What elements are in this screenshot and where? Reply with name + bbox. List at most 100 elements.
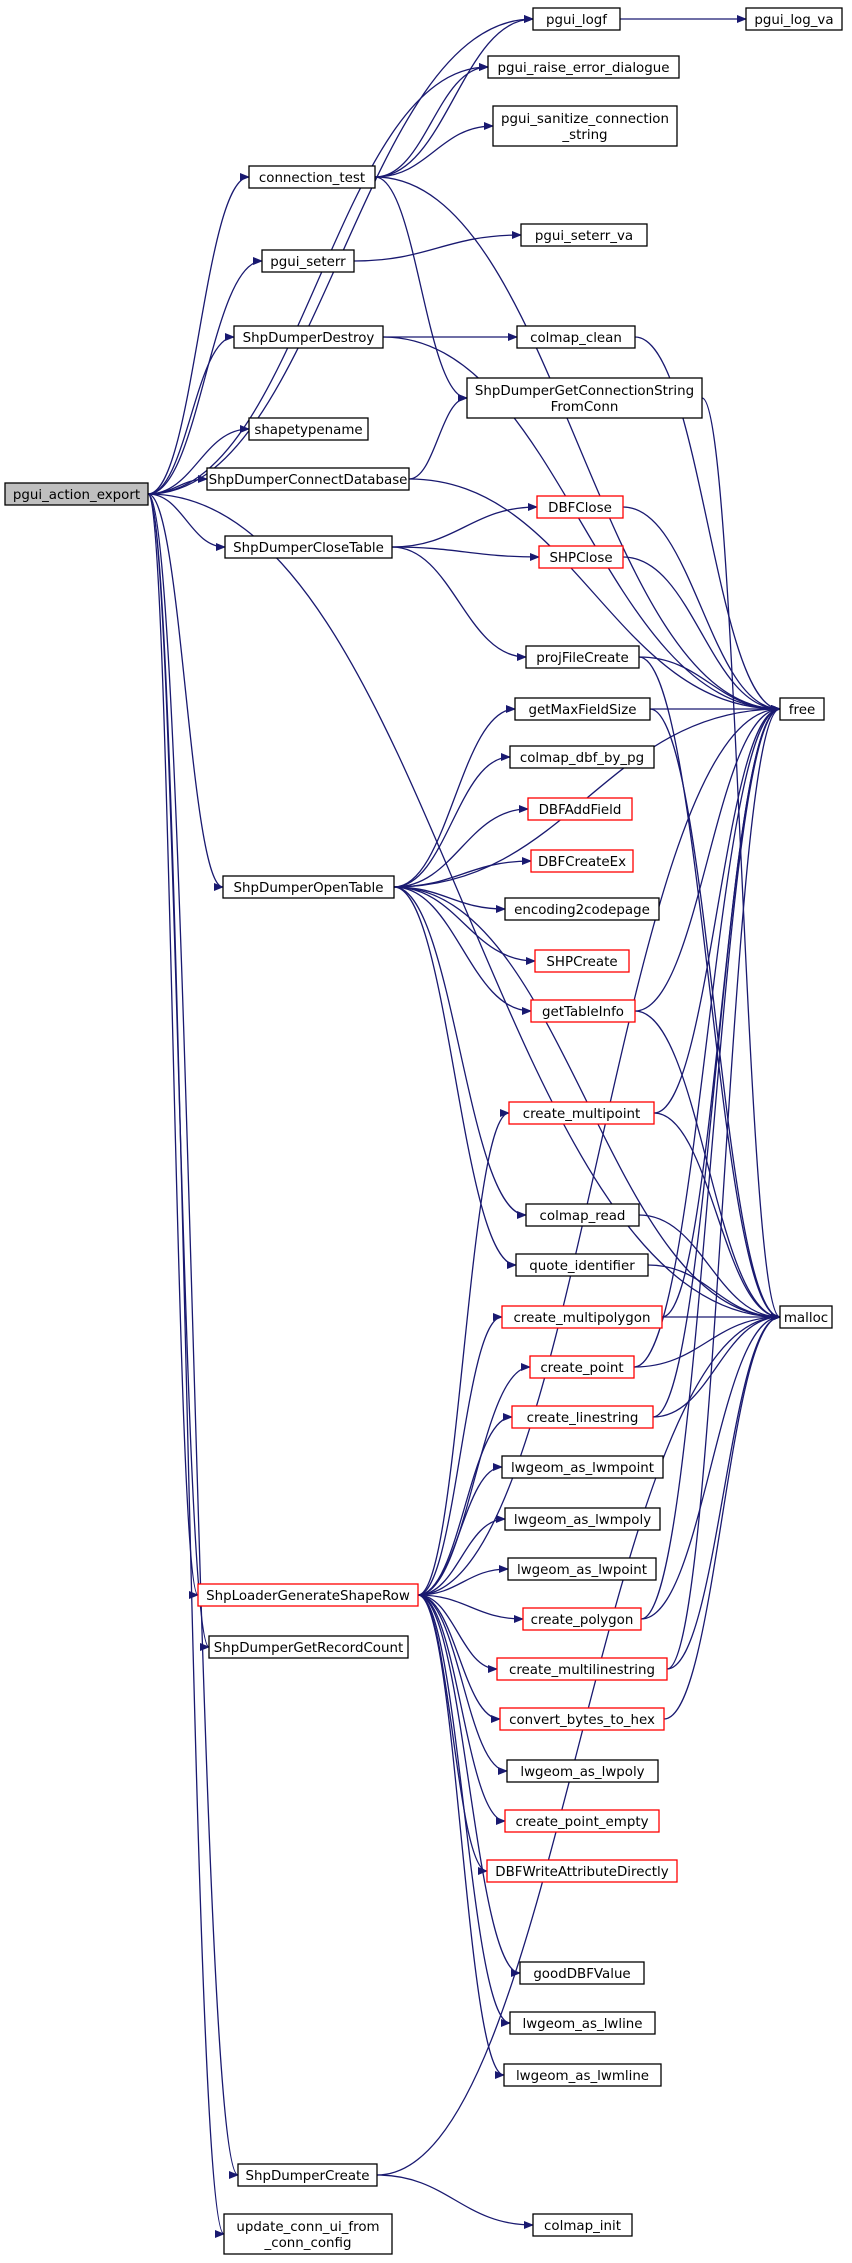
edge-pgui-action-export-to-shp-loader-generate-shape-row xyxy=(147,493,199,1599)
node-encoding2codepage[interactable]: encoding2codepage xyxy=(504,897,660,921)
node-connection-test[interactable]: connection_test xyxy=(248,165,376,189)
node-shp-dumper-open-table[interactable]: ShpDumperOpenTable xyxy=(222,875,395,899)
node-label: malloc xyxy=(784,1311,828,1326)
edge-shp-dumper-open-table-to-get-max-field-size xyxy=(393,705,516,888)
edge-shp-loader-generate-shape-row-to-good-dbfvalue xyxy=(417,1594,521,1977)
node-box xyxy=(745,7,843,31)
edge-shpclose-to-free xyxy=(622,556,781,713)
edge-connection-test-to-pgui-raise-error-dialogue xyxy=(374,63,489,178)
node-dbfadd-field[interactable]: DBFAddField xyxy=(527,797,633,821)
node-pgui-seterr-va[interactable]: pgui_seterr_va xyxy=(520,223,648,247)
node-dbfwrite-attribute-directly[interactable]: DBFWriteAttributeDirectly xyxy=(486,1859,678,1883)
node-box xyxy=(503,2063,662,2087)
node-lwgeom-as-lwmline[interactable]: lwgeom_as_lwmline xyxy=(503,2063,662,2087)
node-colmap-dbf-by-pg[interactable]: colmap_dbf_by_pg xyxy=(509,745,655,769)
node-dbfclose[interactable]: DBFClose xyxy=(536,495,624,519)
node-label: update_conn_ui_from xyxy=(236,2220,379,2235)
node-shapetypename[interactable]: shapetypename xyxy=(248,417,369,441)
node-box xyxy=(527,797,633,821)
node-box xyxy=(487,55,680,79)
node-box xyxy=(237,2163,378,2187)
node-pgui-raise-error-dialogue[interactable]: pgui_raise_error_dialogue xyxy=(487,55,680,79)
node-box xyxy=(779,697,825,721)
node-shpclose[interactable]: SHPClose xyxy=(538,545,624,569)
node-label: create_point xyxy=(540,1361,623,1376)
edge-shp-loader-generate-shape-row-to-create-point-empty xyxy=(417,1594,506,1825)
node-colmap-init[interactable]: colmap_init xyxy=(532,2213,633,2237)
node-get-max-field-size[interactable]: getMaxFieldSize xyxy=(514,697,651,721)
node-shp-dumper-destroy[interactable]: ShpDumperDestroy xyxy=(233,325,384,349)
node-pgui-seterr[interactable]: pgui_seterr xyxy=(261,249,355,273)
node-shp-dumper-create[interactable]: ShpDumperCreate xyxy=(237,2163,378,2187)
node-label: ShpDumperCloseTable xyxy=(233,541,384,556)
edge-shp-dumper-open-table-to-colmap-dbf-by-pg xyxy=(393,753,511,888)
node-box xyxy=(532,2213,633,2237)
node-create-point-empty[interactable]: create_point_empty xyxy=(504,1809,660,1833)
edge-create-linestring-to-malloc xyxy=(652,1313,781,1418)
node-pgui-logf[interactable]: pgui_logf xyxy=(532,7,621,31)
node-label: create_multipolygon xyxy=(514,1311,651,1326)
node-create-multipolygon[interactable]: create_multipolygon xyxy=(501,1305,663,1329)
node-pgui-action-export[interactable]: pgui_action_export xyxy=(4,482,149,506)
node-label: pgui_action_export xyxy=(13,488,140,503)
node-shp-dumper-get-record-count[interactable]: ShpDumperGetRecordCount xyxy=(208,1635,409,1659)
node-get-table-info[interactable]: getTableInfo xyxy=(530,999,636,1023)
node-box xyxy=(223,2213,393,2255)
node-box xyxy=(525,1203,640,1227)
node-lwgeom-as-lwmpoly[interactable]: lwgeom_as_lwmpoly xyxy=(504,1507,661,1531)
node-pgui-sanitize-connection-string[interactable]: pgui_sanitize_connection_string xyxy=(492,105,678,147)
node-create-polygon[interactable]: create_polygon xyxy=(522,1607,642,1631)
node-box xyxy=(515,1253,649,1277)
node-proj-file-create[interactable]: projFileCreate xyxy=(525,645,640,669)
node-box xyxy=(261,249,355,273)
node-create-multipoint[interactable]: create_multipoint xyxy=(508,1101,655,1125)
node-label: ShpDumperDestroy xyxy=(243,331,375,346)
node-quote-identifier[interactable]: quote_identifier xyxy=(515,1253,649,1277)
node-box xyxy=(506,1759,659,1783)
node-label: connection_test xyxy=(259,171,365,186)
edge-quote-identifier-to-malloc xyxy=(647,1264,781,1321)
node-box xyxy=(519,1961,645,1985)
node-shpcreate[interactable]: SHPCreate xyxy=(534,949,630,973)
node-label: pgui_seterr xyxy=(270,255,346,270)
node-shp-loader-generate-shape-row[interactable]: ShpLoaderGenerateShapeRow xyxy=(197,1583,419,1607)
node-create-multilinestring[interactable]: create_multilinestring xyxy=(496,1657,668,1681)
node-box xyxy=(529,1355,635,1379)
edge-shp-loader-generate-shape-row-to-lwgeom-as-lwline xyxy=(417,1594,511,2027)
node-lwgeom-as-lwline[interactable]: lwgeom_as_lwline xyxy=(509,2011,656,2035)
edge-pgui-action-export-to-malloc xyxy=(147,493,781,1321)
node-label: colmap_read xyxy=(540,1209,626,1224)
node-pgui-log-va[interactable]: pgui_log_va xyxy=(745,7,843,31)
edge-shp-loader-generate-shape-row-to-lwgeom-as-lwmpoint xyxy=(417,1463,503,1596)
node-lwgeom-as-lwpoly[interactable]: lwgeom_as_lwpoly xyxy=(506,1759,659,1783)
node-lwgeom-as-lwmpoint[interactable]: lwgeom_as_lwmpoint xyxy=(501,1455,664,1479)
edge-colmap-clean-to-free xyxy=(634,336,781,713)
node-lwgeom-as-lwpoint[interactable]: lwgeom_as_lwpoint xyxy=(507,1557,657,1581)
node-colmap-clean[interactable]: colmap_clean xyxy=(516,325,636,349)
node-label: _conn_config xyxy=(264,2236,352,2251)
node-label: create_point_empty xyxy=(515,1815,648,1830)
node-colmap-read[interactable]: colmap_read xyxy=(525,1203,640,1227)
node-good-dbfvalue[interactable]: goodDBFValue xyxy=(519,1961,645,1985)
node-malloc[interactable]: malloc xyxy=(779,1305,833,1329)
node-create-linestring[interactable]: create_linestring xyxy=(511,1405,654,1429)
node-box xyxy=(504,897,660,921)
node-shp-dumper-close-table[interactable]: ShpDumperCloseTable xyxy=(224,535,393,559)
node-label: quote_identifier xyxy=(529,1259,635,1274)
node-free[interactable]: free xyxy=(779,697,825,721)
node-dbfcreate-ex[interactable]: DBFCreateEx xyxy=(530,849,634,873)
node-label: colmap_init xyxy=(544,2219,621,2234)
node-create-point[interactable]: create_point xyxy=(529,1355,635,1379)
node-box xyxy=(496,1657,668,1681)
node-convert-bytes-to-hex[interactable]: convert_bytes_to_hex xyxy=(499,1707,665,1731)
node-shp-dumper-connect-database[interactable]: ShpDumperConnectDatabase xyxy=(206,467,410,491)
edge-pgui-seterr-to-pgui-seterr-va xyxy=(353,231,522,262)
node-box xyxy=(779,1305,833,1329)
edge-create-multilinestring-to-malloc xyxy=(666,1313,781,1670)
node-box xyxy=(508,1101,655,1125)
node-update-conn-ui-from-conn-config[interactable]: update_conn_ui_from_conn_config xyxy=(223,2213,393,2255)
node-label: convert_bytes_to_hex xyxy=(509,1713,655,1728)
edge-get-max-field-size-to-malloc xyxy=(649,708,781,1321)
